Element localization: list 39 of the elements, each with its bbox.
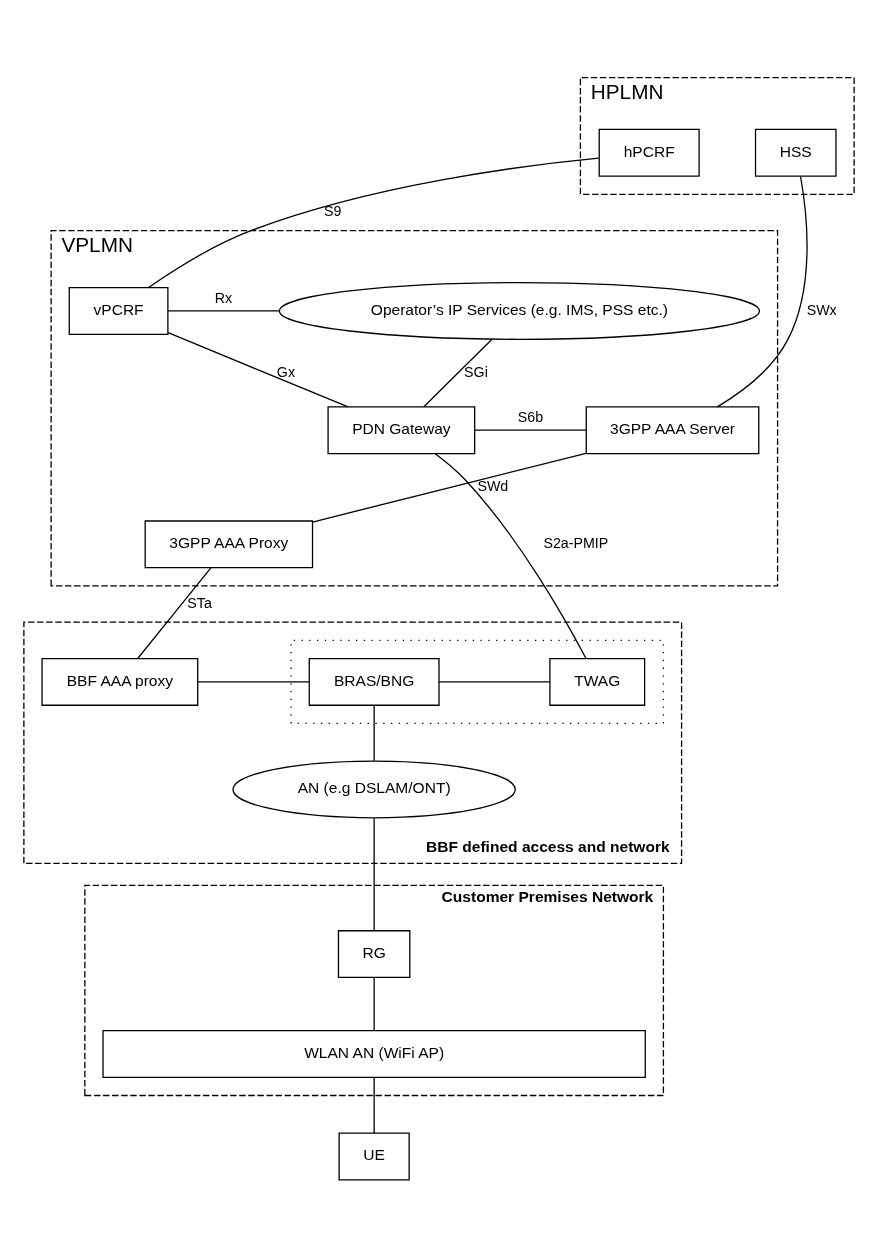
node-box: 3GPP AAA Proxy (144, 520, 314, 569)
node-box: RG (337, 930, 411, 979)
node-box: WLAN AN (WiFi AP) (102, 1030, 646, 1078)
connector (434, 453, 587, 659)
node-box: BBF AAA proxy (41, 657, 199, 706)
node-box: UE (338, 1132, 410, 1181)
edge-label: SGi (464, 363, 488, 380)
edge-label: STa (187, 594, 212, 611)
connector (137, 567, 212, 659)
node-box: hPCRF (598, 128, 700, 177)
connector (167, 310, 280, 312)
node-box: HSS (754, 128, 837, 177)
edge-label: S6b (517, 409, 544, 426)
connector (438, 681, 551, 683)
node-box: BRAS/BNG (308, 657, 440, 706)
connector (167, 332, 349, 408)
connector (373, 1076, 375, 1134)
node-box: TWAG (549, 657, 646, 706)
edge-label: Rx (214, 289, 233, 306)
connector (373, 976, 375, 1031)
node-box: PDN Gateway (327, 406, 476, 455)
connector (373, 817, 375, 932)
connector (147, 157, 600, 289)
connector (423, 338, 493, 408)
edge-label: SWx (806, 301, 837, 318)
node-box: vPCRF (68, 286, 169, 335)
connector (716, 176, 808, 408)
connector (197, 681, 310, 683)
connector (474, 429, 587, 431)
edge-label: S2a-PMIP (543, 535, 609, 551)
node-ellipse: AN (e.g DSLAM/ONT) (232, 760, 516, 819)
connector (373, 704, 375, 762)
edge-label: S9 (323, 203, 342, 220)
connector (311, 452, 587, 523)
node-ellipse: Operator’s IP Services (e.g. IMS, PSS etc.) (278, 282, 761, 340)
node-box: 3GPP AAA Server (585, 406, 760, 455)
cluster (290, 639, 665, 725)
edge-label: SWd (477, 477, 509, 494)
edge-label: Gx (276, 363, 296, 380)
